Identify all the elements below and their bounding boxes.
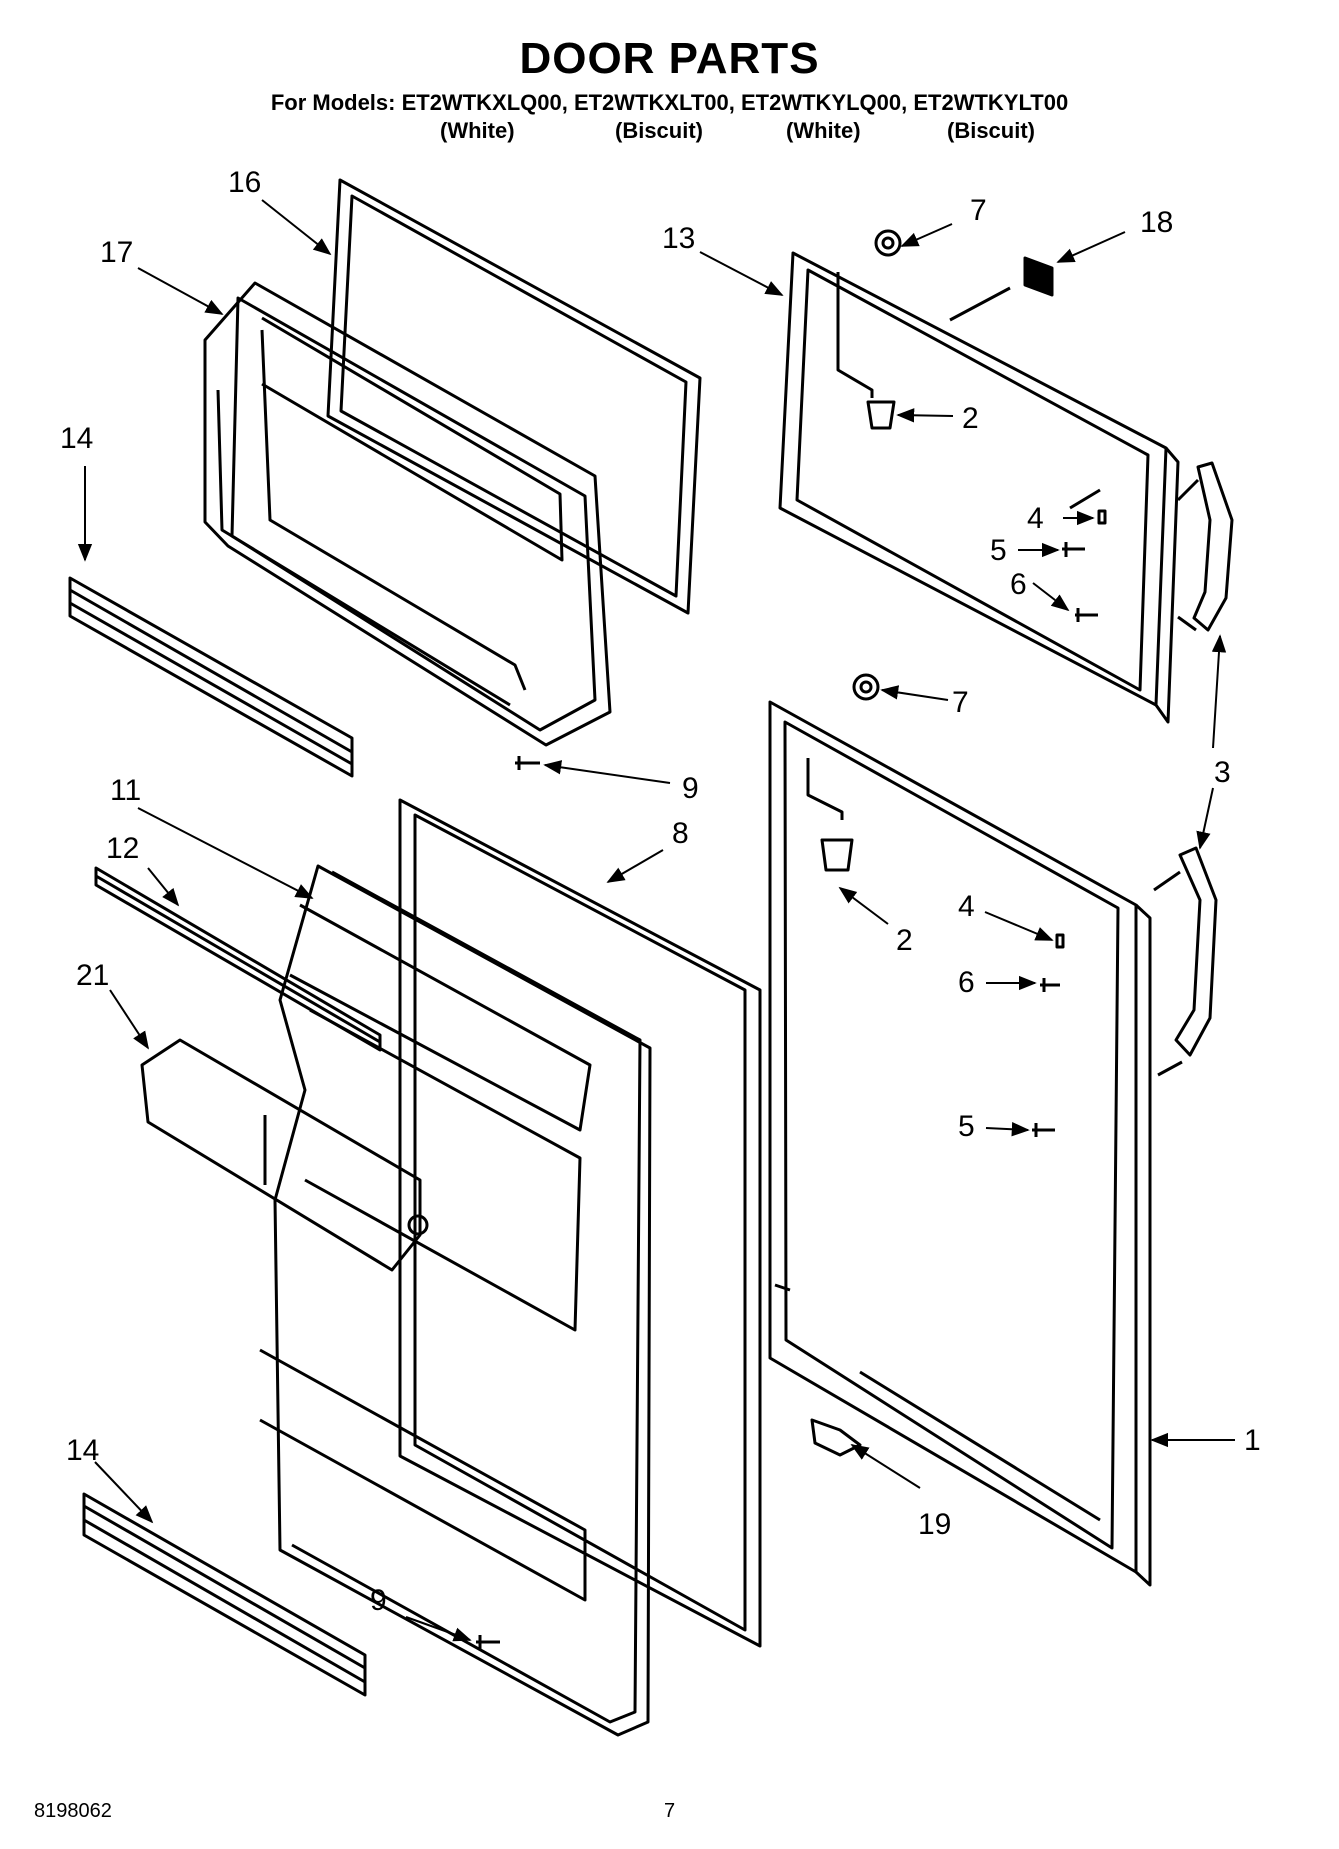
model-color-3: (White) <box>786 118 861 143</box>
label-leader-line <box>949 286 1011 322</box>
callout-11: 11 <box>110 774 141 807</box>
callout-13: 13 <box>662 222 695 255</box>
page-number: 7 <box>664 1800 676 1822</box>
screw-6-upper <box>1075 608 1098 622</box>
model-color-1: (White) <box>440 118 515 143</box>
hinge-bushing-upper <box>874 229 902 257</box>
screw-5-upper <box>1062 542 1085 557</box>
screw-9-upper <box>515 756 540 770</box>
bottom-hinge <box>810 1418 862 1457</box>
callout-12: 12 <box>106 832 139 865</box>
callout-9-upper: 9 <box>682 772 699 805</box>
freezer-handle <box>1176 461 1234 632</box>
door-stop-upper <box>866 400 896 430</box>
callout-4-lower: 4 <box>958 890 975 923</box>
door-trim-strip-upper <box>68 576 354 778</box>
callout-16: 16 <box>228 166 261 199</box>
callout-2-lower: 2 <box>896 924 913 957</box>
fresh-food-door-frame <box>768 700 1152 1587</box>
callout-14-lower: 14 <box>66 1434 99 1467</box>
fresh-food-door-liner <box>259 864 652 1737</box>
callout-21: 21 <box>76 959 109 992</box>
model-color-4: (Biscuit) <box>947 118 1035 143</box>
callout-arrows <box>77 199 1235 1642</box>
hinge-pin-lower <box>1055 933 1065 949</box>
callout-8: 8 <box>672 817 689 850</box>
door-trim-strip-lower <box>82 1492 367 1697</box>
callout-17: 17 <box>100 236 133 269</box>
fresh-food-door-gasket <box>398 798 762 1648</box>
callout-1: 1 <box>1244 1424 1261 1457</box>
callout-labels: 16 17 14 13 7 18 2 4 5 6 9 7 3 11 12 8 2… <box>60 166 1261 1617</box>
callout-6-lower: 6 <box>958 966 975 999</box>
callout-2-upper: 2 <box>962 402 979 435</box>
fresh-food-handle <box>1153 846 1218 1077</box>
shelf-retainer-bar <box>94 866 382 1052</box>
callout-4-upper: 4 <box>1027 502 1044 535</box>
page-title: DOOR PARTS <box>519 34 820 83</box>
screw-9-lower <box>476 1635 500 1650</box>
document-number: 8198062 <box>34 1800 112 1822</box>
callout-7-upper: 7 <box>970 194 987 227</box>
callout-6-upper: 6 <box>1010 568 1027 601</box>
model-list: For Models: ET2WTKXLQ00, ET2WTKXLT00, ET… <box>270 90 1069 115</box>
callout-14-upper: 14 <box>60 422 93 455</box>
freezer-door-liner <box>203 281 612 747</box>
door-label <box>1023 256 1054 297</box>
callout-18: 18 <box>1140 206 1173 239</box>
callout-19: 19 <box>918 1508 951 1541</box>
callout-5-lower: 5 <box>958 1110 975 1143</box>
freezer-door-frame <box>778 251 1180 724</box>
hinge-bushing-lower <box>852 673 880 701</box>
callout-3: 3 <box>1214 756 1231 789</box>
freezer-door-gasket <box>326 178 702 615</box>
dairy-compartment <box>140 1038 429 1272</box>
callout-9-lower: 9 <box>370 1584 387 1617</box>
door-stop-lower <box>820 838 854 872</box>
callout-5-upper: 5 <box>990 534 1007 567</box>
screw-5-lower <box>1032 1123 1055 1137</box>
hinge-pin-upper <box>1097 509 1107 525</box>
model-color-2: (Biscuit) <box>615 118 703 143</box>
screw-6-lower <box>1040 978 1060 992</box>
callout-7-lower: 7 <box>952 686 969 719</box>
